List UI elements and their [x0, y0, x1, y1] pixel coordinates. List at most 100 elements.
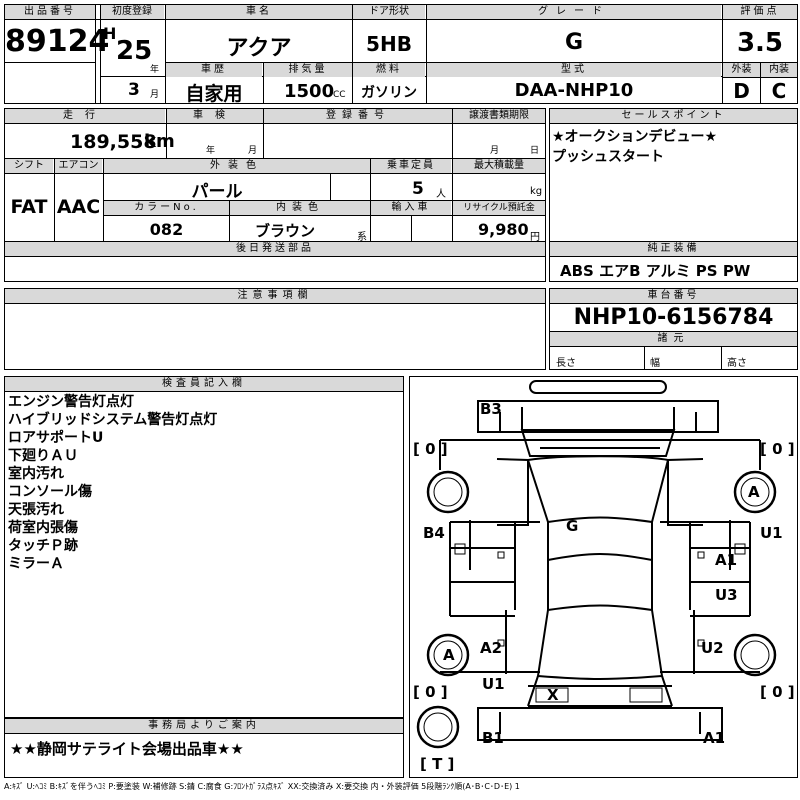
- inspector-note: タッチＰ跡: [8, 538, 78, 554]
- grade-label: グレード: [427, 5, 721, 19]
- ext-color: パール: [191, 182, 243, 202]
- era: H: [103, 24, 117, 43]
- damage-b3: B3: [480, 400, 502, 418]
- interior-label: 内装: [761, 63, 797, 77]
- transfer-month-unit: 月: [490, 146, 500, 156]
- damage-x: X: [547, 686, 559, 704]
- damage-g: G: [566, 517, 579, 535]
- damage-b4: B4: [423, 524, 445, 542]
- capacity-label: 乗車定員: [371, 159, 451, 173]
- displacement-label: 排気量: [264, 63, 352, 77]
- damage-a1-bottom: A1: [703, 729, 726, 747]
- exterior-label: 外装: [723, 63, 760, 77]
- year-unit: 年: [150, 65, 160, 75]
- model-code: DAA-NHP10: [514, 80, 634, 101]
- fuel: ガソリン: [361, 85, 417, 101]
- transfer-label: 譲渡書類期限: [453, 109, 545, 123]
- chassis-number: NHP10-6156784: [573, 305, 774, 330]
- score-label: 評価点: [723, 5, 797, 19]
- first-reg-label: 初度登録: [100, 5, 164, 19]
- car-name: アクア: [226, 36, 292, 61]
- ac-label: エアコン: [55, 159, 102, 173]
- equipment-list: ABS エアB アルミ PS PW: [560, 262, 751, 280]
- legend: A:ｷｽﾞ U:ﾍｺﾐ B:ｷｽﾞを伴うﾍｺﾐ P:要塗装 W:補修跡 S:錆 …: [4, 782, 520, 791]
- capacity-unit: 人: [436, 189, 446, 200]
- recycle-label: リサイクル預託金: [453, 201, 545, 215]
- spare-tire-mark: [ T ]: [420, 755, 455, 773]
- inspector-box: [4, 376, 404, 718]
- inspector-note: 天張汚れ: [8, 502, 64, 518]
- notes-box: [4, 288, 546, 370]
- bracket-left-top: [ 0 ]: [413, 440, 448, 458]
- inspector-notes: エンジン警告灯点灯 ハイブリッドシステム警告灯点灯 ロアサポートU 下廻りＡＵ …: [8, 393, 217, 573]
- inspector-note: エンジン警告灯点灯: [8, 394, 134, 410]
- car-name-label: 車名: [166, 5, 352, 19]
- inspector-note: ロアサポートU: [8, 430, 104, 446]
- mileage: 189,558: [70, 131, 157, 153]
- recycle-fee: 9,980: [478, 220, 529, 239]
- fuel-label: 燃料: [353, 63, 425, 77]
- damage-u2: U2: [701, 639, 724, 657]
- score: 3.5: [736, 28, 784, 58]
- grade: G: [564, 30, 584, 55]
- max-load-label: 最大積載量: [453, 159, 545, 173]
- mileage-unit: km: [144, 131, 175, 152]
- int-color: ブラウン: [254, 222, 315, 240]
- recycle-unit: 円: [530, 232, 540, 243]
- damage-a-front-right: A: [748, 483, 760, 501]
- inspector-label: 検査員記入欄: [5, 377, 403, 391]
- int-color-label: 内装色: [230, 201, 370, 215]
- reg-no-label: 登録番号: [264, 109, 452, 123]
- height-label: 高さ: [727, 358, 747, 369]
- inspector-note: 下廻りＡＵ: [8, 448, 78, 464]
- header-section: [4, 4, 798, 104]
- damage-a-rear-left: A: [443, 646, 455, 664]
- length-label: 長さ: [556, 358, 576, 369]
- transfer-day-unit: 日: [530, 146, 540, 156]
- door-label: ドア形状: [353, 5, 425, 19]
- lot-no-label: 出品番号: [5, 5, 95, 19]
- insp-month-unit: 月: [248, 146, 258, 156]
- car-diagram-box: [409, 376, 798, 778]
- exterior-score: D: [733, 79, 750, 103]
- damage-u1-left: U1: [482, 675, 505, 693]
- office-box: [4, 718, 404, 778]
- equipment-label: 純正装備: [550, 242, 797, 256]
- equipment-box: [549, 241, 798, 282]
- reg-month: 3: [128, 80, 140, 100]
- sales-point-line: プッシュスタート: [552, 149, 664, 165]
- chassis-box: [549, 288, 798, 370]
- interior-score: C: [771, 79, 787, 103]
- damage-a2: A2: [480, 639, 503, 657]
- office-label: 事務局よりご案内: [5, 719, 403, 733]
- displacement-unit: CC: [333, 90, 346, 100]
- later-parts-box: [4, 241, 546, 282]
- chassis-label: 車台番号: [550, 289, 797, 303]
- specs-label: 諸元: [550, 332, 797, 346]
- import-label: 輸入車: [371, 201, 451, 215]
- inspector-note: ハイブリッドシステム警告灯点灯: [8, 412, 218, 428]
- shift-value: FAT: [10, 196, 48, 218]
- displacement: 1500: [284, 81, 335, 102]
- ext-color-label: 外装色: [104, 159, 370, 173]
- door-type: 5HB: [366, 32, 412, 56]
- sales-point-list: ★オークションデビュー★ プッシュスタート: [552, 128, 717, 166]
- mileage-label: 走行: [5, 109, 165, 123]
- inspector-note: コンソール傷: [8, 484, 92, 500]
- damage-b1: B1: [482, 729, 504, 747]
- color-no-label: カラーNo.: [104, 201, 229, 215]
- capacity: 5: [412, 179, 424, 199]
- insp-year-unit: 年: [206, 146, 216, 156]
- color-no: 082: [149, 220, 184, 239]
- ac-value: AAC: [56, 196, 101, 218]
- office-note: ★★静岡サテライト会場出品車★★: [10, 740, 244, 758]
- lot-number: 89124: [5, 24, 110, 59]
- car-diagram: [416, 380, 777, 749]
- shift-label: シフト: [5, 159, 53, 173]
- bracket-right-bottom: [ 0 ]: [760, 683, 795, 701]
- inspection-label: 車検: [167, 109, 263, 123]
- notes-label: 注意事項欄: [5, 289, 545, 303]
- history: 自家用: [185, 83, 243, 105]
- inspector-note: ミラーＡ: [8, 556, 64, 572]
- bracket-left-bottom: [ 0 ]: [413, 683, 448, 701]
